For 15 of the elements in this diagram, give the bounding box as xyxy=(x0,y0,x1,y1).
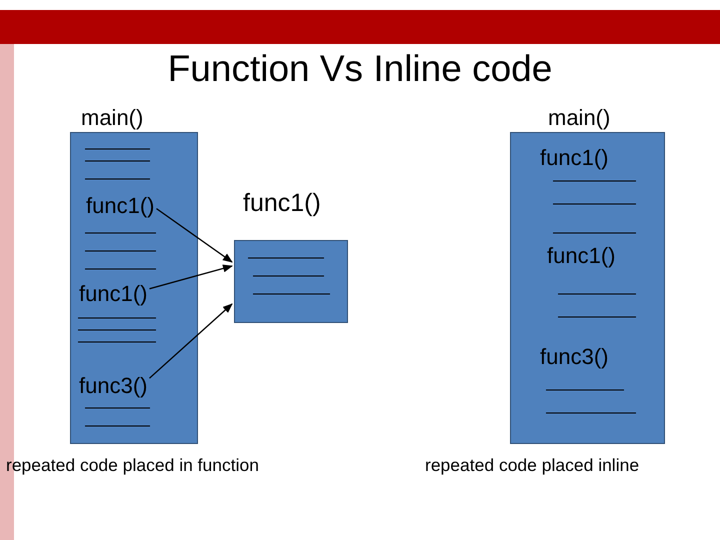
node-label: repeated code placed in function xyxy=(6,455,259,476)
arrow xyxy=(156,208,233,263)
function-call: func1() xyxy=(79,281,148,307)
function-call: func1() xyxy=(547,243,616,269)
node-label: repeated code placed inline xyxy=(425,455,640,476)
arrow xyxy=(149,303,233,379)
block-heading: main() xyxy=(548,105,610,131)
block-heading: func1() xyxy=(243,189,321,218)
arrow xyxy=(149,264,233,290)
slide-title: Function Vs Inline code xyxy=(166,48,554,90)
function-call: func1() xyxy=(86,193,154,219)
block-heading: main() xyxy=(81,105,144,131)
function-call: func3() xyxy=(540,344,608,370)
function-call: func1() xyxy=(540,145,608,171)
function-call: func3() xyxy=(79,373,148,399)
